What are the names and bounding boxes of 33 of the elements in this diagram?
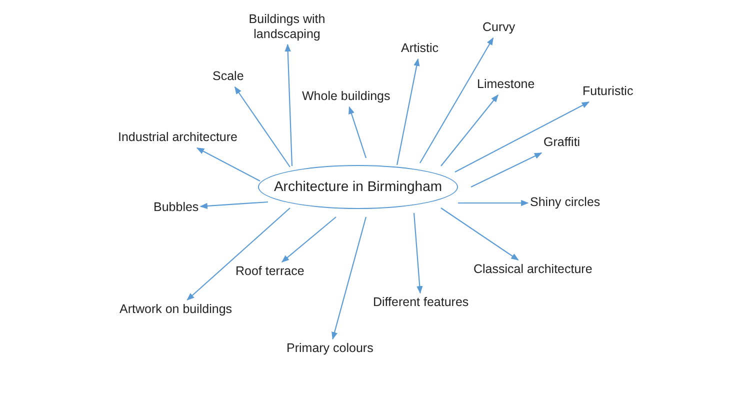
arrow [440,94,498,166]
topic-label: Shiny circles [530,195,600,211]
topic-label: Different features [373,295,469,311]
topic-label: Buildings with landscaping [227,12,347,43]
topic-label: Bubbles [154,200,199,216]
arrow [196,148,260,182]
topic-label: Primary colours [286,341,374,357]
topic-label: Curvy [482,20,516,36]
topic-label: Limestone [477,77,535,93]
arrow [458,200,529,206]
topic-label: Artwork on buildings [120,302,232,318]
topic-label: Whole buildings [302,89,390,105]
arrow [396,58,420,166]
arrow [413,212,423,294]
arrow [440,208,519,260]
arrow [200,201,268,210]
topic-label: Industrial architecture [118,130,238,146]
topic-label: Artistic [401,41,438,57]
topic-label: Scale [212,69,244,85]
topic-label: Roof terrace [236,264,304,280]
arrow [281,216,336,262]
arrow [470,152,542,188]
arrow [420,37,494,164]
topic-label: Classical architecture [474,262,592,278]
topic-ellipse: Architecture in Birmingham [258,165,458,209]
arrow [348,106,367,158]
topic-label: Graffiti [544,135,580,151]
arrow [454,102,590,172]
arrow [234,86,290,168]
topic-label: Futuristic [582,84,634,100]
arrow [332,216,367,340]
arrow [186,208,290,301]
arrow [284,44,293,166]
